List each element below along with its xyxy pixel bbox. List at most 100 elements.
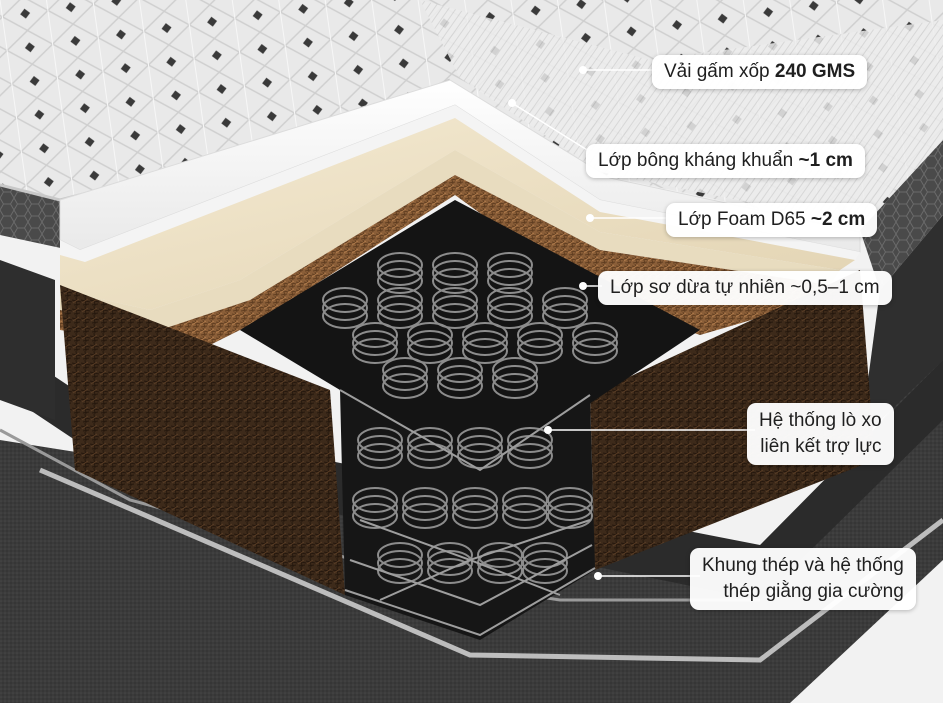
leader-lines xyxy=(511,69,755,577)
spring-coil xyxy=(432,260,478,286)
coir-side-left xyxy=(60,285,345,595)
spring-coil xyxy=(352,487,398,513)
spring-coil xyxy=(432,287,478,313)
spring-coil xyxy=(377,287,423,313)
callout-fabric: Vải gấm xốp 240 GMS xyxy=(652,55,868,89)
spring-coil xyxy=(402,487,448,513)
callout-springs-line1: Hệ thống lò xo xyxy=(759,410,882,431)
spring-coil xyxy=(452,503,498,529)
callout-frame-line2: thép giằng gia cường xyxy=(723,581,904,602)
spring-coil xyxy=(377,260,423,286)
spring-coil xyxy=(542,303,588,329)
spring-coil xyxy=(357,435,403,461)
spring-coil xyxy=(462,338,508,364)
callout-frame: Khung thép và hệ thống thép giằng gia cư… xyxy=(690,548,916,610)
spring-coil xyxy=(402,503,448,529)
foam-layer xyxy=(60,118,855,310)
spring-coil xyxy=(542,295,588,321)
spring-coil xyxy=(407,322,453,348)
callout-foam-text: Lớp Foam D65 xyxy=(678,209,811,230)
spring-coil xyxy=(462,330,508,356)
spring-coil xyxy=(382,373,428,399)
spring-coil xyxy=(487,268,533,294)
spring-coil xyxy=(352,338,398,364)
spring-coil xyxy=(322,303,368,329)
spring-coil xyxy=(452,495,498,521)
spring-coil xyxy=(487,252,533,278)
callout-coir-text: Lớp sơ dừa tự nhiên ~0,5–1 cm xyxy=(610,277,880,298)
spring-coil xyxy=(487,303,533,329)
spring-coil xyxy=(437,357,483,383)
spring-coil xyxy=(517,338,563,364)
spring-coil xyxy=(432,252,478,278)
hex-border-right xyxy=(860,140,943,290)
spring-coil xyxy=(377,542,423,568)
pocket-springs xyxy=(322,252,618,584)
spring-coil xyxy=(352,495,398,521)
spring-coil xyxy=(457,427,503,453)
spring-coil xyxy=(352,322,398,348)
spring-coil xyxy=(407,330,453,356)
spring-coil xyxy=(402,495,448,521)
spring-coil xyxy=(547,495,593,521)
spring-coil xyxy=(522,550,568,576)
spring-coil xyxy=(322,287,368,313)
spring-coil xyxy=(547,487,593,513)
callout-cotton-text: Lớp bông kháng khuẩn xyxy=(598,150,799,171)
spring-coil xyxy=(377,268,423,294)
spring-coil xyxy=(492,365,538,391)
spring-coil xyxy=(517,322,563,348)
spring-coil xyxy=(427,558,473,584)
spring-coil xyxy=(382,357,428,383)
spring-coil xyxy=(522,542,568,568)
callout-frame-line1: Khung thép và hệ thống xyxy=(702,555,904,576)
spring-coil xyxy=(407,443,453,469)
spring-coil xyxy=(572,322,618,348)
spring-coil xyxy=(407,435,453,461)
callout-cotton: Lớp bông kháng khuẩn ~1 cm xyxy=(586,144,865,178)
spring-coil xyxy=(432,303,478,329)
spring-coil xyxy=(357,427,403,453)
spring-coil xyxy=(432,268,478,294)
spring-coil xyxy=(437,373,483,399)
spring-coil xyxy=(427,542,473,568)
spring-coil xyxy=(492,373,538,399)
spring-coil xyxy=(352,503,398,529)
callout-foam-value: ~2 cm xyxy=(810,209,866,230)
callout-fabric-value: 240 GMS xyxy=(774,61,856,82)
spring-coil xyxy=(487,260,533,286)
spring-coil xyxy=(452,487,498,513)
spring-coil xyxy=(457,435,503,461)
spring-coil xyxy=(427,550,473,576)
spring-coil xyxy=(377,295,423,321)
callout-springs: Hệ thống lò xo liên kết trợ lực xyxy=(747,403,894,465)
spring-coil xyxy=(407,427,453,453)
callout-cotton-value: ~1 cm xyxy=(798,150,853,171)
spring-coil xyxy=(407,338,453,364)
spring-coil xyxy=(542,287,588,313)
spring-coil xyxy=(487,295,533,321)
spring-coil xyxy=(352,330,398,356)
spring-coil xyxy=(487,287,533,313)
callout-foam: Lớp Foam D65 ~2 cm xyxy=(666,203,878,237)
spring-coil xyxy=(572,338,618,364)
spring-coil xyxy=(462,322,508,348)
callout-springs-line2: liên kết trợ lực xyxy=(760,436,882,457)
leader-dots xyxy=(508,66,602,580)
spring-coil xyxy=(547,503,593,529)
spring-coil xyxy=(322,295,368,321)
spring-coil xyxy=(377,303,423,329)
spring-coil xyxy=(492,357,538,383)
coir-side-right xyxy=(590,270,875,570)
callout-fabric-text: Vải gấm xốp xyxy=(664,61,775,82)
spring-coil xyxy=(377,558,423,584)
spring-coil xyxy=(357,443,403,469)
steel-frame xyxy=(339,389,596,637)
spring-coil xyxy=(572,330,618,356)
spring-coil xyxy=(522,558,568,584)
spring-coil xyxy=(507,427,553,453)
spring-coil xyxy=(377,550,423,576)
spring-coil xyxy=(517,330,563,356)
